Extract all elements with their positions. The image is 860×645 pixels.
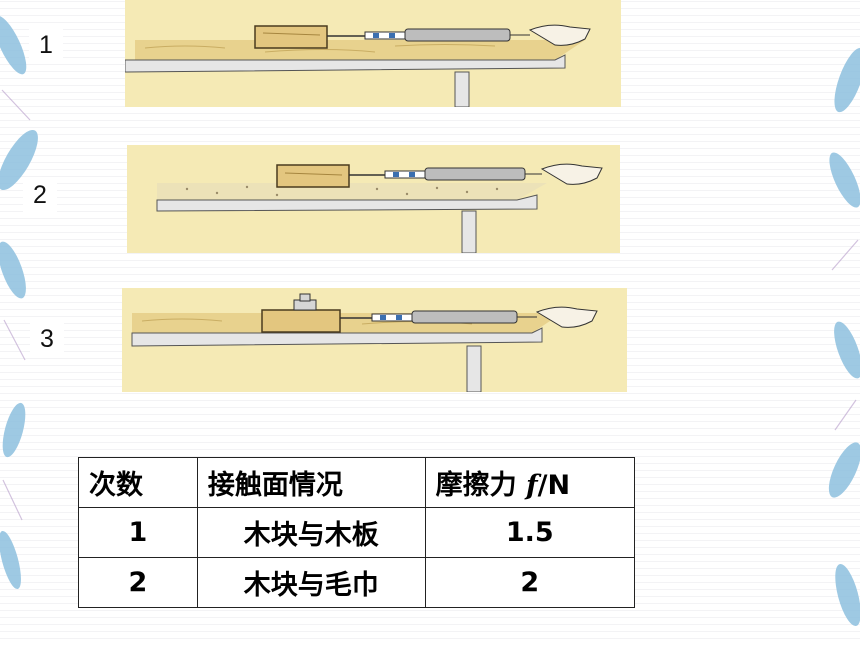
friction-scene-wood-board	[125, 0, 621, 107]
header-trial: 次数	[78, 457, 198, 508]
header-friction: 摩擦力 f/N	[424, 457, 636, 508]
figure-label-2: 2	[23, 178, 57, 212]
cell-trial: 1	[78, 507, 198, 558]
table-header-row: 次数 接触面情况 摩擦力 f/N	[78, 457, 636, 508]
feather-decoration-left	[0, 15, 38, 590]
friction-scene-towel	[127, 145, 620, 253]
friction-results-table: 次数 接触面情况 摩擦力 f/N 1 木块与木板 1.5 2 木块与毛巾 2	[78, 457, 636, 608]
header-friction-prefix: 摩擦力	[435, 470, 527, 501]
cell-surface: 木块与毛巾	[196, 557, 426, 608]
table-row: 1 木块与木板 1.5	[78, 507, 636, 558]
cell-trial: 2	[78, 557, 198, 608]
header-friction-unit: /N	[537, 470, 571, 501]
header-friction-symbol: f	[526, 470, 538, 501]
header-surface: 接触面情况	[196, 457, 426, 508]
table-row: 2 木块与毛巾 2	[78, 557, 636, 608]
cell-friction: 1.5	[424, 507, 636, 558]
figure-label-1: 1	[29, 28, 63, 62]
cell-surface: 木块与木板	[196, 507, 426, 558]
cell-friction: 2	[424, 557, 636, 608]
feather-decoration-right	[828, 47, 860, 627]
friction-scene-wood-with-weight	[122, 288, 627, 392]
figure-label-3: 3	[30, 322, 64, 356]
